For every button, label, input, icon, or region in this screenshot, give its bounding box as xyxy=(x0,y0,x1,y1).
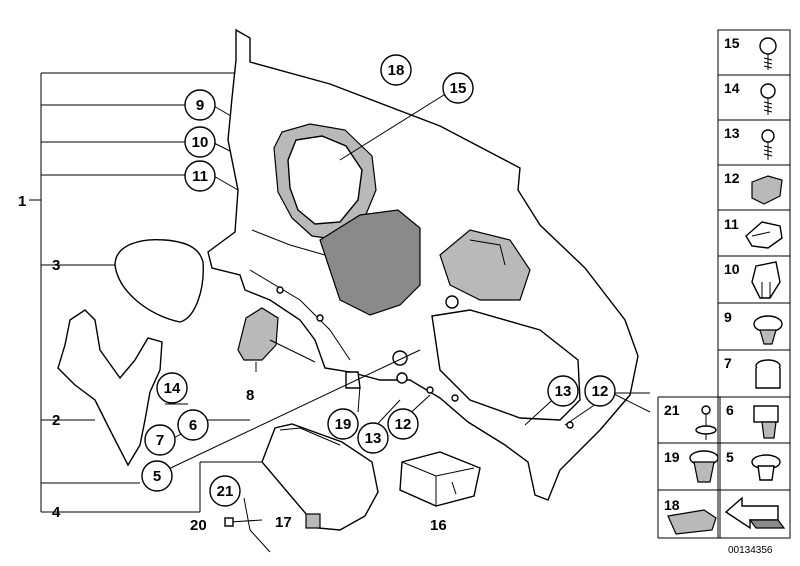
svg-text:9: 9 xyxy=(724,309,732,325)
table-row-5: 5 xyxy=(726,449,781,481)
svg-text:9: 9 xyxy=(196,97,204,114)
svg-text:15: 15 xyxy=(450,80,467,97)
callout-21: 21 xyxy=(209,475,241,507)
storage-cover-4 xyxy=(261,423,379,531)
svg-text:19: 19 xyxy=(335,416,352,433)
svg-text:18: 18 xyxy=(388,62,405,79)
trim-panel-main xyxy=(207,28,639,501)
svg-text:5: 5 xyxy=(153,468,161,485)
svg-text:10: 10 xyxy=(192,134,209,151)
svg-text:18: 18 xyxy=(664,497,680,513)
svg-text:13: 13 xyxy=(365,430,382,447)
callout-13b: 13 xyxy=(547,375,579,407)
callout-6: 6 xyxy=(177,409,209,441)
callout-12b: 12 xyxy=(584,375,616,407)
callout-10: 10 xyxy=(184,126,216,158)
callout-2: 2 xyxy=(52,412,60,429)
callout-14: 14 xyxy=(156,372,188,404)
drawing-number: 00134356 xyxy=(728,545,773,556)
table-row-18: 18 xyxy=(664,497,717,535)
table-row-15: 15 xyxy=(724,35,777,70)
svg-text:11: 11 xyxy=(192,168,208,185)
svg-text:5: 5 xyxy=(726,449,734,465)
callout-9: 9 xyxy=(184,89,216,121)
trim-panel-2 xyxy=(57,309,163,467)
table-row-14: 14 xyxy=(724,80,776,115)
table-row-19: 19 xyxy=(664,449,719,483)
callout-1: 1 xyxy=(18,193,26,210)
callout-16: 16 xyxy=(430,517,447,534)
svg-text:12: 12 xyxy=(592,383,609,400)
svg-text:14: 14 xyxy=(724,80,740,96)
svg-text:15: 15 xyxy=(724,35,740,51)
svg-text:14: 14 xyxy=(164,380,181,397)
table-row-21: 21 xyxy=(664,402,717,440)
svg-text:21: 21 xyxy=(664,402,680,418)
callout-4: 4 xyxy=(52,504,61,521)
callout-20: 20 xyxy=(190,517,207,534)
table-row-13: 13 xyxy=(724,125,775,160)
callout-11: 11 xyxy=(184,160,216,192)
svg-text:7: 7 xyxy=(724,355,732,371)
trim-cover-3 xyxy=(114,238,204,323)
strap-21-20 xyxy=(224,497,271,553)
first-aid-kit-16 xyxy=(399,451,481,507)
table-row-9: 9 xyxy=(724,309,783,345)
table-arrow-cell xyxy=(724,496,786,530)
callout-12a: 12 xyxy=(387,408,419,440)
svg-text:11: 11 xyxy=(724,216,739,232)
bracket-8 xyxy=(237,307,279,361)
callout-13a: 13 xyxy=(357,422,389,454)
parts-table xyxy=(657,29,791,539)
svg-text:6: 6 xyxy=(726,402,734,418)
label-17 xyxy=(305,513,321,529)
svg-text:6: 6 xyxy=(189,417,197,434)
svg-text:7: 7 xyxy=(156,432,164,449)
table-row-10: 10 xyxy=(724,261,781,299)
table-row-11: 11 xyxy=(724,216,783,249)
callout-8: 8 xyxy=(246,387,254,404)
callout-7: 7 xyxy=(144,424,176,456)
svg-text:12: 12 xyxy=(395,416,412,433)
table-row-7: 7 xyxy=(724,355,781,389)
callout-3: 3 xyxy=(52,257,60,274)
svg-text:19: 19 xyxy=(664,449,680,465)
callout-19: 19 xyxy=(327,408,359,440)
table-row-12: 12 xyxy=(724,170,783,205)
svg-text:13: 13 xyxy=(724,125,740,141)
callout-5: 5 xyxy=(141,460,173,492)
callout-18: 18 xyxy=(380,54,412,86)
svg-text:13: 13 xyxy=(555,383,572,400)
svg-text:12: 12 xyxy=(724,170,740,186)
table-row-6: 6 xyxy=(726,402,779,439)
callout-15: 15 xyxy=(442,72,474,104)
svg-text:21: 21 xyxy=(217,483,234,500)
callout-17: 17 xyxy=(275,514,292,531)
svg-text:10: 10 xyxy=(724,261,740,277)
